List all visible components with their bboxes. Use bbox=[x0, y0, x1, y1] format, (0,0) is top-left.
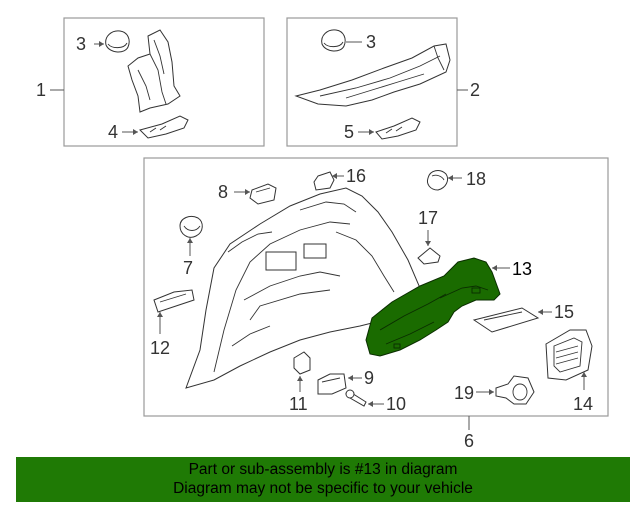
label-18: 18 bbox=[466, 169, 486, 189]
label-9: 9 bbox=[364, 368, 374, 388]
clip-part-11[interactable] bbox=[293, 351, 311, 392]
banner-line-1: Part or sub-assembly is #13 in diagram bbox=[188, 461, 458, 478]
label-19: 19 bbox=[454, 383, 474, 403]
label-6: 6 bbox=[464, 431, 474, 451]
label-11: 11 bbox=[289, 394, 308, 414]
trim-panel-part-2[interactable] bbox=[294, 43, 451, 107]
label-14: 14 bbox=[573, 394, 593, 414]
socket-part-19[interactable] bbox=[476, 375, 535, 405]
label-17: 17 bbox=[418, 208, 438, 228]
clip-part-16[interactable] bbox=[313, 171, 344, 191]
bracket-part-12[interactable] bbox=[153, 289, 195, 334]
handle-part-9[interactable] bbox=[317, 373, 362, 395]
bolt-part-10[interactable] bbox=[345, 389, 384, 407]
cap-part-18[interactable] bbox=[427, 170, 462, 191]
label-8: 8 bbox=[218, 182, 228, 202]
clip-part-3-left[interactable] bbox=[94, 30, 130, 53]
label-13: 13 bbox=[512, 259, 532, 279]
box-part-6 bbox=[143, 157, 609, 417]
label-2: 2 bbox=[470, 80, 480, 100]
parts-diagram: 1 2 3 3 4 5 6 7 8 9 10 11 12 13 14 15 16… bbox=[36, 17, 609, 451]
label-10: 10 bbox=[386, 394, 406, 414]
pillar-trim-part-1[interactable] bbox=[127, 29, 181, 113]
panel-part-17[interactable] bbox=[417, 230, 441, 265]
clip-part-5[interactable] bbox=[358, 117, 421, 140]
label-16: 16 bbox=[346, 166, 366, 186]
pad-part-15[interactable] bbox=[472, 307, 552, 333]
quarter-trim-panel-part-6[interactable] bbox=[185, 187, 421, 389]
box-part-2 bbox=[286, 17, 458, 147]
label-5: 5 bbox=[344, 122, 354, 142]
grommet-part-7[interactable] bbox=[179, 215, 203, 256]
info-banner: Part or sub-assembly is #13 in diagram D… bbox=[16, 457, 630, 502]
label-4: 4 bbox=[108, 122, 118, 142]
clip-part-3-right[interactable] bbox=[321, 29, 362, 52]
label-3b: 3 bbox=[366, 32, 376, 52]
label-1: 1 bbox=[36, 80, 46, 100]
label-12: 12 bbox=[150, 338, 170, 358]
clip-part-4[interactable] bbox=[122, 115, 189, 139]
storage-tray-part-13-highlighted[interactable] bbox=[365, 257, 510, 357]
label-7: 7 bbox=[183, 258, 193, 278]
label-3a: 3 bbox=[76, 34, 86, 54]
bracket-part-8[interactable] bbox=[234, 183, 277, 205]
box-part-1 bbox=[63, 17, 265, 147]
label-15: 15 bbox=[554, 302, 574, 322]
banner-line-2: Diagram may not be specific to your vehi… bbox=[173, 480, 473, 497]
vent-part-14[interactable] bbox=[545, 329, 593, 390]
